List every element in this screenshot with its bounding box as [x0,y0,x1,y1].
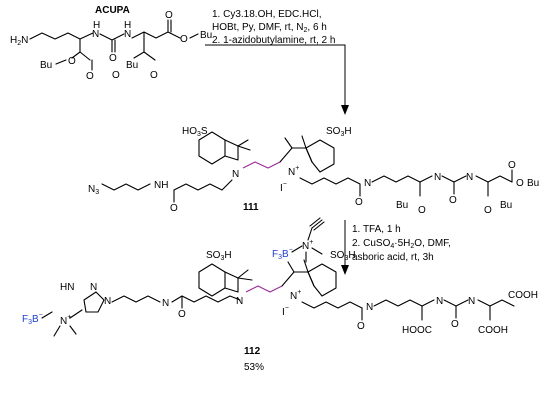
111-right-n: N+ [288,165,299,178]
112-butyl [111,295,161,303]
acupa-nh2: N [124,29,131,40]
step2-line3: asboric acid, rt, 3h [352,252,434,263]
111-urea-o: O [449,195,457,206]
acupa-urea-o: O [109,53,117,64]
112-cooh-mid: HOOC [402,325,432,336]
111-o-ester-b: O [484,205,492,216]
112-label: 112 [244,346,261,357]
111-urea-n2: N [466,172,473,183]
step2-line1: 1. TFA, 1 h [352,224,401,235]
acupa-nh1-h: H [93,20,100,31]
acupa-tbu-left: Bu [40,60,52,71]
111-so3h-right: SO3H [326,126,352,138]
112-triazole [83,291,105,313]
112-bf3: F3B− [22,312,43,326]
111-o-top: O [508,160,516,171]
111-n3: N3 [88,184,99,196]
acupa-lysine-chain [29,32,94,40]
112-urea-n1: N [436,296,443,307]
112-urea-n2: N [468,296,475,307]
112-left-benzene [198,263,226,297]
step2-arrowhead [341,265,349,275]
111-tbu-b: Bu [500,200,512,211]
step1: 1. Cy3.18.OH, EDC.HCl, HOBt, Py, DMF, rt… [205,9,349,115]
step1-line3: 2. 1-azidobutylamine, rt, 2 h [212,35,335,46]
step2-bf3: F3B− [272,247,293,261]
111-right-benzene [305,139,335,173]
112-left-pyrrole [224,271,239,293]
112-polymethine [245,285,283,293]
acupa-label: ACUPA [95,5,130,16]
step2-n-plus: N+ [302,239,313,252]
112-cooh-top: COOH [508,290,538,301]
acupa-urea [99,33,125,41]
111-left-hexanoyl [173,179,233,191]
step1-arrow [205,44,346,108]
acupa-o-ester-left2: O [86,71,94,82]
step2-line2: 2. CuSO4·5H2O, DMF, [352,238,451,250]
111-right-hexanoyl [299,177,361,185]
111-urea-n1: N [434,172,441,183]
112-right-hexanoyl [301,301,363,309]
acupa-structure: ACUPA H2N H N O H N O O Bu O O Bu O O [10,5,212,82]
111-left-pyrrole [224,139,239,161]
acupa-tbu-right: Bu [200,30,212,41]
112-n-plus: N+ [60,314,71,327]
compound-112: F3B− N+ HN N N N O SO3H N N+ I− SO3H [22,250,538,373]
112-left-hexanoyl [181,295,241,303]
112-yield: 53% [244,362,264,373]
111-amide-o-right: O [355,197,363,208]
111-tbu-c: Bu [527,178,539,189]
111-nh-left: NH [154,180,168,191]
112-so3h-left: SO3H [206,250,232,262]
112-amide-o-left: O [178,309,186,320]
112-urea-o: O [451,319,459,330]
acupa-glutamate-chain [131,31,169,39]
acupa-o-ester-left: O [68,56,76,67]
step1-arrowhead [341,105,349,115]
acupa-o-ester-mid: O [112,70,120,81]
acupa-nh2-h: H [124,20,131,31]
acupa-nh1: N [92,29,99,40]
111-nh-right: N [364,178,371,189]
112-triazole-n2: N [104,296,111,307]
111-o-right: O [516,178,524,189]
111-amide-o-left: O [170,203,178,214]
acupa-o-ester-mid2: O [150,70,158,81]
acupa-o-top: O [165,10,173,21]
112-left-n: N [236,296,243,307]
111-left-n: N [232,169,239,180]
step1-line2: HOBt, Py, DMF, rt, N2, 6 h [212,22,327,34]
111-tbu-a: Bu [396,200,408,211]
step1-line1: 1. Cy3.18.OH, EDC.HCl, [212,9,321,20]
111-hso3-left: HO3S [182,126,208,138]
112-right-n: N+ [290,289,301,302]
112-triazole-n1: N [90,282,97,293]
111-butyl [101,183,151,191]
111-o-ester-a: O [418,205,426,216]
112-right-benzene [307,263,337,297]
111-iodide: I− [280,181,287,194]
step2: 1. TFA, 1 h 2. CuSO4·5H2O, DMF, asboric … [272,217,451,275]
111-polymethine [242,161,281,169]
compound-111: HO3S N N+ I− SO3H O NH N3 O N Bu O N O [88,126,539,216]
112-so3h-right: SO3H [330,250,356,262]
acupa-h2n: H2N [10,35,28,47]
acupa-o-right: O [180,34,188,45]
111-label: 111 [243,202,259,213]
112-amide-o-right: O [357,321,365,332]
112-nh-left: N [162,298,169,309]
112-nh-right: N [366,302,373,313]
acupa-tbu-mid: Bu [126,60,138,71]
112-iodide: I− [282,305,289,318]
112-hn: HN [60,282,74,293]
112-cooh-bottom: COOH [478,325,508,336]
